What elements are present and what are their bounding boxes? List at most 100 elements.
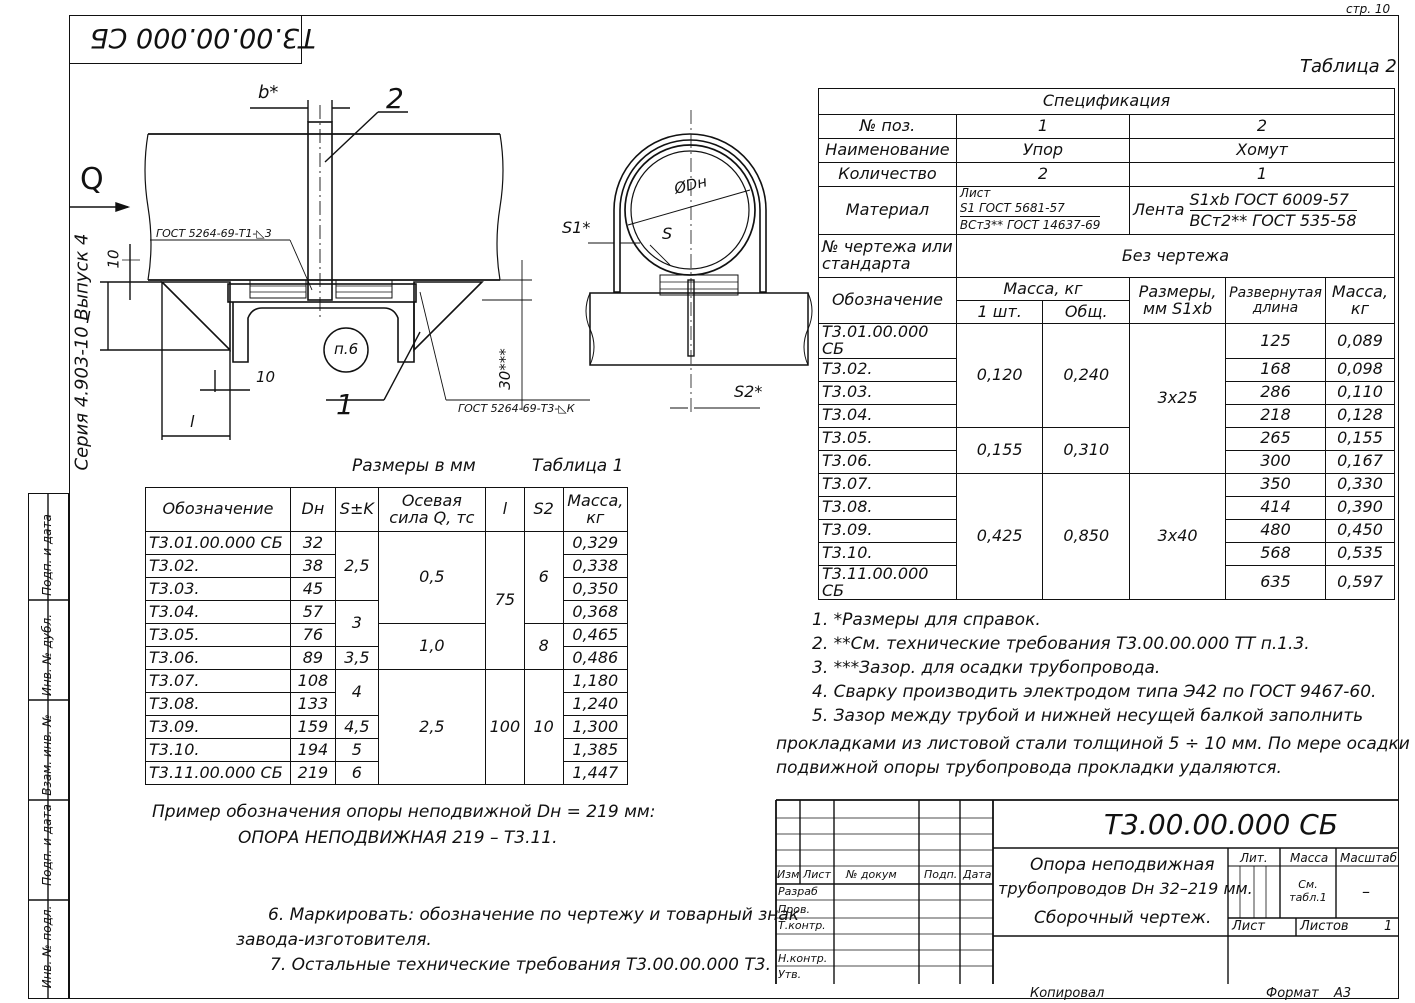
example-line-2: ОПОРА НЕПОДВИЖНАЯ 219 – Т3.11. (238, 828, 558, 848)
table2-cell: 0,110 (1324, 380, 1396, 405)
table1-cell: 1,447 (562, 761, 629, 785)
table2-cell: 265 (1225, 426, 1326, 451)
table2-material-2-top: S1xb ГОСТ 6009-57 (1189, 190, 1357, 212)
col-head-list: Лист (803, 868, 831, 881)
table2-cell: 0,240 (1042, 323, 1130, 428)
dim-l-vertical: l (86, 308, 91, 327)
note-6-cont: завода-изготовителя. (236, 930, 432, 950)
table2-caption: Таблица 2 (1300, 56, 1397, 77)
note-7: 7. Остальные технические требования Т3.0… (270, 955, 771, 975)
table1-cell: 3 (334, 600, 379, 647)
copied-label: Копировал (1030, 986, 1105, 1001)
table2-cell: Т3.04. (818, 403, 957, 428)
table2-cell: 0,310 (1042, 426, 1130, 474)
col-head-sign: Подп. (924, 868, 958, 881)
role-prov: Пров. (778, 903, 810, 916)
position-1-label: 1 (336, 388, 354, 421)
table2-cell: 414 (1225, 495, 1326, 520)
table1-cell: 159 (289, 715, 336, 739)
table2-cell: Т3.11.00.000 СБ (818, 564, 957, 601)
title-block-title-1: Опора неподвижная (1030, 855, 1215, 875)
table2-cell: Обозначение (818, 277, 957, 325)
table2-cell: 168 (1225, 357, 1326, 382)
s2-label: S2* (734, 382, 763, 401)
table2-cell: 0,330 (1324, 472, 1396, 497)
table1-cell: Т3.11.00.000 СБ (145, 761, 291, 785)
table2-cell: 218 (1225, 403, 1326, 428)
table2-cell: 0,450 (1324, 518, 1396, 543)
table2-cell: Т3.10. (818, 541, 957, 566)
s1-label: S1* (562, 218, 591, 237)
table2-cell: 3x40 (1128, 472, 1227, 601)
dim-l-horizontal: l (190, 412, 195, 431)
dim-10-horizontal: 10 (256, 368, 276, 386)
table2-cell: Без чертежа (955, 234, 1396, 279)
table1-header: Dн (289, 487, 336, 532)
table1-cell: Т3.03. (145, 577, 291, 601)
note-5-cont-2: подвижной опоры трубопровода прокладки у… (776, 758, 1282, 778)
table1-cell: 0,465 (562, 623, 629, 647)
table1-cell: 5 (334, 738, 379, 762)
table1-cell: 0,350 (562, 577, 629, 601)
col-head-doc: № докум (846, 868, 897, 881)
table2-cell: 2 (1128, 114, 1396, 139)
table1-cell: 45 (289, 577, 336, 601)
position-2-label: 2 (386, 82, 404, 115)
sheet-label: Лист (1232, 919, 1265, 934)
table1-cell: 6 (523, 531, 564, 624)
role-nkontr: Н.контр. (778, 952, 828, 965)
table2-cell: 635 (1225, 564, 1326, 601)
table2-cell: 0,089 (1324, 323, 1396, 359)
table1-cell: 57 (289, 600, 336, 624)
table1-cell: 133 (289, 692, 336, 716)
table2-cell: 0,597 (1324, 564, 1396, 601)
table2-material-2: Лента S1xb ГОСТ 6009-57 ВСт2** ГОСТ 535-… (1128, 185, 1396, 236)
table1-cell: Т3.07. (145, 669, 291, 693)
s-label: S (662, 224, 673, 243)
role-razrab: Разраб (778, 885, 818, 898)
table1-cell: 8 (523, 623, 564, 670)
note-3: 3. ***Зазор. для осадки трубопровода. (812, 658, 1161, 678)
table1-header: Осевая сила Q, тс (377, 487, 486, 532)
table2-material-1-bottom: ВСт3** ГОСТ 14637-69 (959, 218, 1101, 233)
example-line-1: Пример обозначения опоры неподвижной Dн … (152, 802, 656, 822)
table1: Обозначение Dн S±K Осевая сила Q, тс l S… (145, 487, 629, 785)
table2-cell: 0,128 (1324, 403, 1396, 428)
table2-cell: 0,535 (1324, 541, 1396, 566)
table2-cell: 300 (1225, 449, 1326, 474)
table2-title: Спецификация (818, 88, 1395, 115)
table2-cell: 0,390 (1324, 495, 1396, 520)
width-label: b* (258, 82, 279, 103)
table2-cell: Т3.07. (818, 472, 957, 497)
table1-cell: 219 (289, 761, 336, 785)
table2-cell: 0,425 (955, 472, 1044, 601)
table2-cell: Размеры, мм S1xb (1128, 277, 1227, 325)
note-5-cont-1: прокладками из листовой стали толщиной 5… (776, 734, 1410, 754)
table1-cell: 0,5 (377, 531, 486, 624)
table1-cell: 0,368 (562, 600, 629, 624)
weld-label-1: ГОСТ 5264-69-Т1-◺3 (156, 227, 272, 240)
table1-cell: Т3.06. (145, 646, 291, 670)
table1-cell: 2,5 (377, 669, 486, 785)
format-label: Формат (1266, 986, 1319, 1001)
format-value: А3 (1334, 986, 1352, 1001)
table2-cell: Развернутая длина (1225, 277, 1326, 325)
table1-cell: 10 (523, 669, 564, 785)
table2-cell: 568 (1225, 541, 1326, 566)
table1-cell: 6 (334, 761, 379, 785)
col-head-izm: Изм (777, 868, 800, 881)
table2-cell: 3x25 (1128, 323, 1227, 474)
table2-material-1: Лист S1 ГОСТ 5681-57 ВСт3** ГОСТ 14637-6… (955, 185, 1130, 236)
table1-header: S2 (523, 487, 564, 532)
table2-cell: 1 шт. (955, 300, 1044, 325)
table2-cell: Т3.02. (818, 357, 957, 382)
note-2: 2. **См. технические требования Т3.00.00… (812, 634, 1310, 654)
page-number: стр. 10 (1346, 2, 1391, 16)
role-utv: Утв. (778, 968, 802, 981)
lit-label: Лит. (1240, 851, 1268, 865)
table2-cell: Общ. (1042, 300, 1130, 325)
table1-cell: 38 (289, 554, 336, 578)
table1-cell: 89 (289, 646, 336, 670)
table2-cell: 125 (1225, 323, 1326, 359)
